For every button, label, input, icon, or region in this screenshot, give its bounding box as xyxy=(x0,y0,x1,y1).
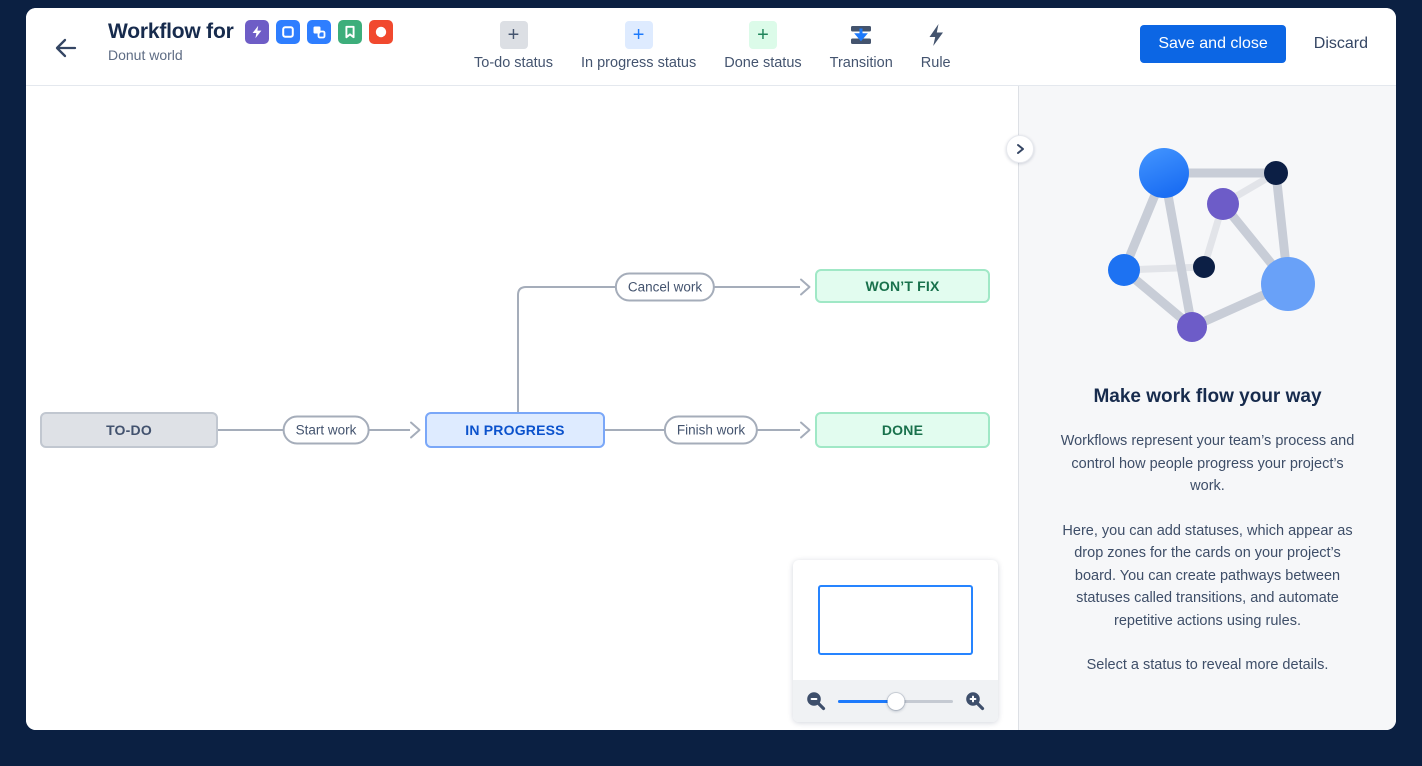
page-title: Workflow for xyxy=(108,20,234,43)
toolbar-label: To-do status xyxy=(474,55,553,71)
status-label: IN PROGRESS xyxy=(465,422,565,438)
sidebar-paragraph-2: Here, you can add statuses, which appear… xyxy=(1062,522,1353,629)
transition-cancel-work[interactable]: Cancel work xyxy=(614,272,716,302)
subtask-icon xyxy=(306,20,331,44)
save-and-close-button[interactable]: Save and close xyxy=(1140,25,1286,63)
zoom-in-icon xyxy=(966,692,985,711)
add-rule-button[interactable]: Rule xyxy=(921,21,951,71)
transition-label: Finish work xyxy=(676,422,746,438)
sidebar-paragraph-3: Select a status to reveal more details. xyxy=(1086,657,1329,673)
content-area: TO-DO IN PROGRESS DONE WON’T FIX Start w… xyxy=(26,86,1396,730)
network-graph-illustration xyxy=(1108,148,1315,342)
minimap xyxy=(793,560,998,722)
status-label: DONE xyxy=(881,422,924,438)
bug-circle-icon xyxy=(368,20,393,44)
zoom-slider[interactable] xyxy=(838,692,953,710)
plus-green-icon: + xyxy=(748,21,777,49)
sidebar-heading: Make work flow your way xyxy=(1093,386,1322,407)
header: Workflow for xyxy=(26,8,1396,86)
add-todo-status-button[interactable]: + To-do status xyxy=(474,21,553,71)
zoom-out-icon xyxy=(807,692,826,711)
discard-button[interactable]: Discard xyxy=(1313,35,1368,52)
workflow-canvas[interactable]: TO-DO IN PROGRESS DONE WON’T FIX Start w… xyxy=(26,86,1018,730)
zoom-controls xyxy=(793,680,998,722)
header-actions: Save and close Discard xyxy=(1140,25,1368,63)
epic-lightning-icon xyxy=(244,20,269,44)
add-done-status-button[interactable]: + Done status xyxy=(724,21,802,71)
status-node-in-progress[interactable]: IN PROGRESS xyxy=(425,412,605,448)
title-block: Workflow for xyxy=(108,20,393,63)
add-transition-button[interactable]: Transition xyxy=(830,21,893,71)
info-sidebar: Make work flow your way Workflows repres… xyxy=(1018,86,1396,730)
rule-lightning-icon xyxy=(922,21,950,49)
toolbar-label: Done status xyxy=(724,55,802,71)
zoom-out-button[interactable] xyxy=(804,689,828,713)
chevron-right-icon xyxy=(1017,144,1024,154)
toolbar: + To-do status + In progress status + Do… xyxy=(474,21,951,71)
status-label: WON’T FIX xyxy=(865,278,940,294)
toolbar-label: Transition xyxy=(829,55,893,71)
project-name: Donut world xyxy=(108,47,183,63)
plus-gray-icon: + xyxy=(499,21,528,49)
task-square-icon xyxy=(275,20,300,44)
status-node-done[interactable]: DONE xyxy=(815,412,990,448)
transition-finish-work[interactable]: Finish work xyxy=(663,415,759,445)
status-label: TO-DO xyxy=(106,422,152,438)
back-button[interactable] xyxy=(50,32,82,64)
transition-label: Cancel work xyxy=(627,279,703,295)
back-arrow-icon xyxy=(55,38,77,58)
zoom-slider-handle[interactable] xyxy=(887,692,904,710)
transition-label: Start work xyxy=(295,422,357,438)
toolbar-label: In progress status xyxy=(581,55,697,71)
toolbar-label: Rule xyxy=(920,55,951,71)
transition-start-work[interactable]: Start work xyxy=(282,415,370,445)
add-inprogress-status-button[interactable]: + In progress status xyxy=(581,21,696,71)
transition-icon xyxy=(847,21,875,49)
workflow-editor-window: Workflow for xyxy=(26,8,1396,730)
plus-blue-icon: + xyxy=(624,21,653,49)
zoom-in-button[interactable] xyxy=(963,689,987,713)
story-bookmark-icon xyxy=(337,20,362,44)
status-node-todo[interactable]: TO-DO xyxy=(40,412,218,448)
minimap-viewport[interactable] xyxy=(818,585,973,655)
status-node-wont-fix[interactable]: WON’T FIX xyxy=(815,269,990,303)
zoom-slider-fill xyxy=(838,699,896,703)
sidebar-collapse-button[interactable] xyxy=(1006,135,1034,163)
sidebar-paragraph-1: Workflows represent your team’s process … xyxy=(1060,433,1355,494)
